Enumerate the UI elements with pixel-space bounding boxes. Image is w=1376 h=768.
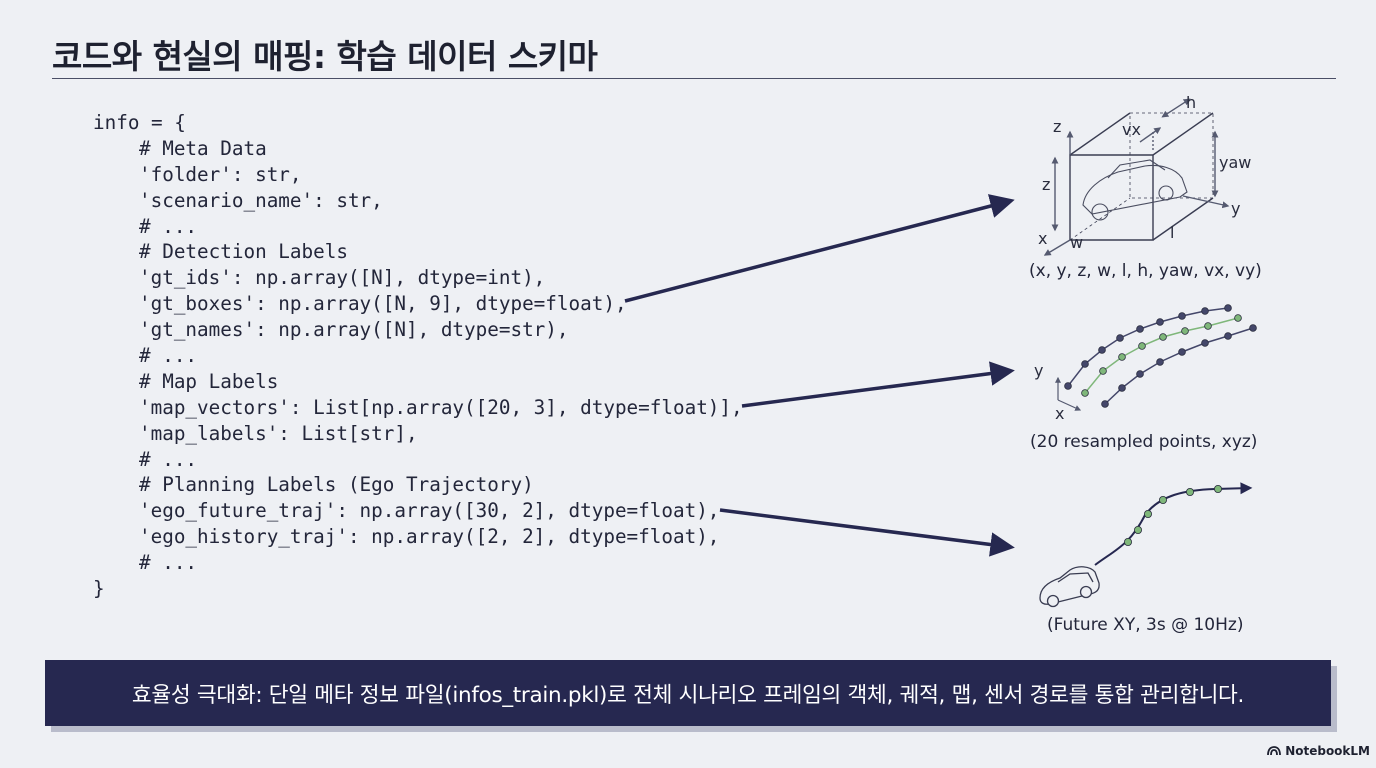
- box-label-h: h: [1186, 93, 1196, 112]
- map-vector-line: [1067, 307, 1229, 387]
- map-vector-point: [1224, 332, 1232, 340]
- code-line: 'ego_future_traj': np.array([30, 2], dty…: [139, 499, 720, 523]
- map-axis: [1055, 376, 1082, 411]
- code-line: 'gt_boxes': np.array([N, 9], dtype=float…: [139, 292, 627, 316]
- map-vector-point: [1178, 348, 1186, 356]
- box-label-vx: vx: [1122, 120, 1141, 139]
- code-line: 'gt_ids': np.array([N], dtype=int),: [139, 266, 546, 290]
- code-line: }: [93, 577, 105, 601]
- map-vector-point: [1156, 358, 1164, 366]
- ego-trajectory-diagram: [1094, 482, 1253, 566]
- code-line: # Meta Data: [139, 136, 267, 160]
- box-label-w: w: [1070, 233, 1083, 252]
- box-label-yaw: yaw: [1219, 153, 1251, 172]
- map-axis-label-y: y: [1034, 361, 1043, 380]
- code-line: # Map Labels: [139, 369, 279, 393]
- map-vector-point: [1101, 400, 1109, 408]
- map-caption: (20 resampled points, xyz): [1030, 432, 1258, 452]
- box-label-z-top: z: [1053, 117, 1061, 136]
- brand-name: NotebookLM: [1285, 744, 1370, 758]
- map-vector-point: [1099, 367, 1107, 375]
- ego-car-icon: [1039, 566, 1100, 608]
- box-caption: (x, y, z, w, l, h, yaw, vx, vy): [1029, 261, 1262, 281]
- map-vector-point: [1138, 342, 1146, 350]
- trajectory-point: [1159, 495, 1168, 504]
- map-vector-point: [1116, 334, 1124, 342]
- arrow-map-vectors: [741, 361, 1015, 408]
- code-block: info = {# Meta Data'folder': str,'scenar…: [93, 110, 743, 602]
- map-vector-point: [1204, 322, 1212, 330]
- map-vector-point: [1201, 339, 1209, 347]
- code-line: # Detection Labels: [139, 240, 348, 264]
- box-label-z-side: z: [1042, 175, 1050, 194]
- map-vector-point: [1118, 384, 1126, 392]
- box-label-y: y: [1231, 199, 1240, 218]
- map-vector-point: [1136, 370, 1144, 378]
- code-line: # ...: [139, 214, 198, 238]
- map-vector-point: [1136, 325, 1144, 333]
- map-vector-point: [1201, 307, 1209, 315]
- code-line: # ...: [139, 447, 198, 471]
- code-line: 'folder': str,: [139, 162, 302, 186]
- map-vector-point: [1081, 389, 1089, 397]
- code-line: # ...: [139, 344, 198, 368]
- map-vector-point: [1159, 333, 1167, 341]
- arrow-ego-traj: [719, 508, 1015, 557]
- box-label-x: x: [1038, 229, 1047, 248]
- code-line: 'map_labels': List[str],: [139, 421, 418, 445]
- code-line: 'ego_history_traj': np.array([2, 2], dty…: [139, 525, 720, 549]
- map-vector-point: [1118, 353, 1126, 361]
- code-line: 'map_vectors': List[np.array([20, 3], dt…: [139, 395, 743, 419]
- map-vector-point: [1156, 318, 1164, 326]
- map-axis-label-x: x: [1055, 404, 1064, 423]
- trajectory-point: [1124, 538, 1133, 547]
- bounding-box-diagram: [1043, 98, 1230, 256]
- map-vector-line: [1084, 317, 1239, 394]
- trajectory-point: [1134, 526, 1143, 535]
- map-vector-point: [1181, 327, 1189, 335]
- trajectory-point: [1144, 509, 1153, 518]
- code-line: # Planning Labels (Ego Trajectory): [139, 473, 534, 497]
- map-vector-point: [1178, 312, 1186, 320]
- page-title: 코드와 현실의 매핑: 학습 데이터 스키마: [52, 37, 598, 76]
- code-line: 'scenario_name': str,: [139, 188, 383, 212]
- map-vector-point: [1234, 314, 1242, 322]
- diagram-layer: h z vx yaw z y x w l y x: [624, 93, 1257, 608]
- summary-banner: 효율성 극대화: 단일 메타 정보 파일(infos_train.pkl)로 전…: [45, 660, 1331, 726]
- map-vector-point: [1064, 382, 1072, 390]
- trajectory-point: [1214, 484, 1223, 493]
- map-vector-point: [1224, 304, 1232, 312]
- arrow-gt-boxes: [624, 194, 1015, 303]
- code-line: # ...: [139, 551, 198, 575]
- trajectory-point: [1186, 487, 1195, 496]
- trajectory-caption: (Future XY, 3s @ 10Hz): [1047, 615, 1244, 635]
- map-vector-point: [1081, 360, 1089, 368]
- code-line: info = {: [93, 111, 186, 134]
- brand-badge: NotebookLM: [1267, 744, 1370, 758]
- title-divider: [52, 78, 1336, 79]
- car-icon: [1082, 159, 1188, 221]
- notebooklm-logo-icon: [1267, 746, 1282, 756]
- map-vector-point: [1098, 346, 1106, 354]
- code-line: 'gt_names': np.array([N], dtype=str),: [139, 318, 569, 342]
- map-vector-point: [1249, 324, 1257, 332]
- summary-banner-text: 효율성 극대화: 단일 메타 정보 파일(infos_train.pkl)로 전…: [131, 682, 1245, 708]
- box-label-l: l: [1170, 223, 1174, 242]
- map-vector-line: [1104, 327, 1254, 405]
- map-vectors-diagram: [1064, 304, 1257, 408]
